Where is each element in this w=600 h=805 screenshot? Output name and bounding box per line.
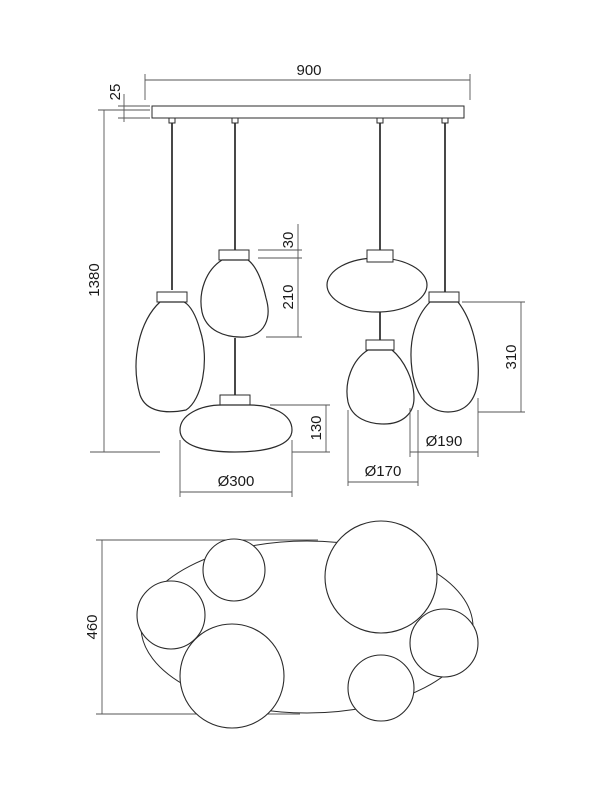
dim-small-shade: 30 210 xyxy=(258,224,302,338)
dim-large-shade-diameter: Ø190 xyxy=(409,398,479,457)
plan-shade-5 xyxy=(409,608,479,678)
label-large-shade-diameter: Ø190 xyxy=(426,433,463,450)
dim-flat-shade-diameter: Ø300 xyxy=(179,440,293,497)
plan-shade-6 xyxy=(347,654,415,722)
label-large-shade-height: 310 xyxy=(503,344,520,369)
dim-canopy-height: 25 xyxy=(107,84,150,122)
label-small-shade-height: 210 xyxy=(280,284,297,309)
label-flat-shade-height: 130 xyxy=(308,415,325,440)
dim-small-shade-diameter: Ø170 xyxy=(347,410,419,486)
label-small-shade-diameter: Ø170 xyxy=(365,463,402,480)
dim-overall-height: 1380 xyxy=(86,109,160,453)
canopy xyxy=(151,105,465,119)
label-plan-depth: 460 xyxy=(84,614,101,639)
label-overall-height: 1380 xyxy=(86,263,103,296)
shade-flat-lower xyxy=(179,394,293,453)
shade-large-right xyxy=(410,291,479,413)
shade-small-center-left xyxy=(200,249,269,338)
plan-shade-4 xyxy=(324,520,438,634)
shade-large-left xyxy=(135,291,206,413)
plan-shade-3 xyxy=(179,623,285,729)
shade-flat-upper xyxy=(326,249,428,313)
label-cap-height: 30 xyxy=(280,232,297,249)
label-canopy-height: 25 xyxy=(107,84,124,101)
plan-shade-2 xyxy=(136,580,206,650)
label-canopy-width: 900 xyxy=(296,62,321,79)
plan-shade-1 xyxy=(202,538,266,602)
dim-flat-shade-height: 130 xyxy=(270,404,330,453)
dim-large-shade: 310 xyxy=(462,301,525,413)
label-flat-shade-diameter: Ø300 xyxy=(218,473,255,490)
shade-small-center-right xyxy=(346,339,415,425)
dim-canopy-width: 900 xyxy=(144,62,471,100)
